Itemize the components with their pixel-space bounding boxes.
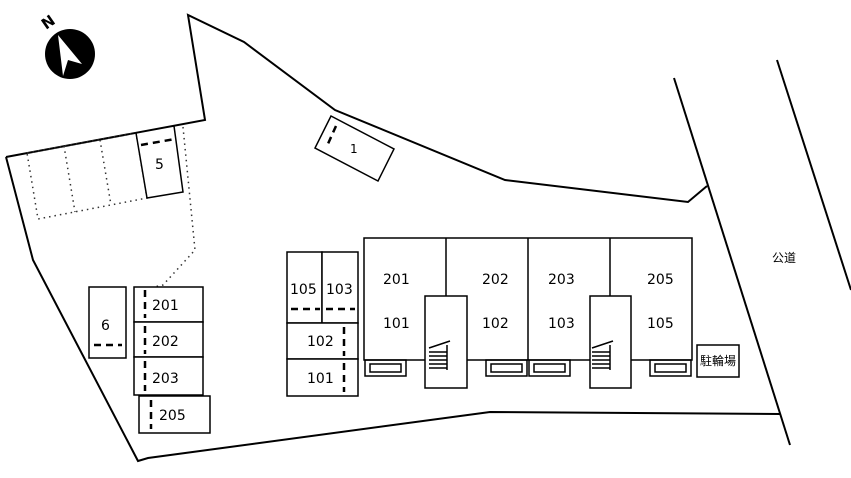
unit-202: 202 xyxy=(482,272,509,288)
bicycle-parking-label: 駐輪場 xyxy=(700,353,736,368)
site-boundary xyxy=(5,13,781,463)
parking-space-6-label: 6 xyxy=(101,318,110,334)
parking-center-102: 102 xyxy=(307,334,334,350)
unit-102: 102 xyxy=(482,316,509,332)
stair-icon-right xyxy=(591,340,614,370)
parking-column-left: 201 202 203 205 xyxy=(133,286,211,434)
unit-201: 201 xyxy=(383,272,410,288)
parking-center-101: 101 xyxy=(307,371,334,387)
unit-203: 203 xyxy=(548,272,575,288)
parking-space-5: 5 xyxy=(135,125,184,199)
parking-left-202: 202 xyxy=(152,334,179,350)
parking-space-1: 1 xyxy=(314,114,395,183)
compass-letter: N xyxy=(38,11,59,33)
apartment-building: 201 202 203 205 101 102 103 105 xyxy=(363,237,693,389)
bicycle-parking: 駐輪場 xyxy=(696,344,740,378)
parking-space-1-label: 1 xyxy=(350,142,358,156)
parking-space-5-label: 5 xyxy=(155,157,164,173)
parking-space-6: 6 xyxy=(88,286,127,359)
parking-left-203: 203 xyxy=(152,371,179,387)
road-label: 公道 xyxy=(772,251,796,265)
parking-block-center: 105 103 102 101 xyxy=(286,251,359,397)
parking-center-105: 105 xyxy=(290,282,317,298)
unit-101: 101 xyxy=(383,316,410,332)
public-road: 公道 xyxy=(673,59,851,446)
parking-left-205: 205 xyxy=(159,408,186,424)
parking-center-103: 103 xyxy=(326,282,353,298)
stair-icon-left xyxy=(428,340,451,370)
unit-205: 205 xyxy=(647,272,674,288)
unit-103: 103 xyxy=(548,316,575,332)
balconies xyxy=(364,359,692,377)
north-arrow-icon: N xyxy=(38,11,95,79)
unit-105: 105 xyxy=(647,316,674,332)
parking-left-201: 201 xyxy=(152,298,179,314)
